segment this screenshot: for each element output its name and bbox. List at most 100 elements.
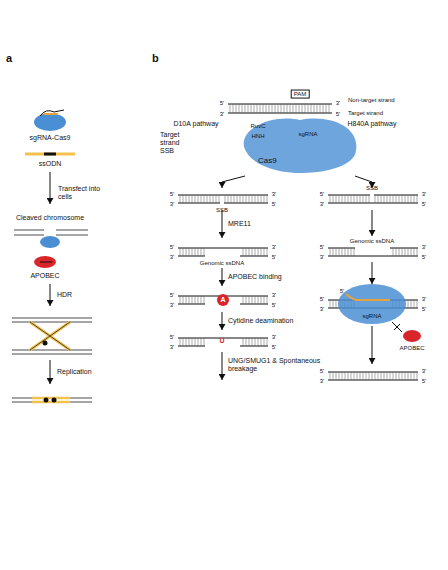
base-pair (219, 195, 220, 203)
base-pair (317, 104, 318, 113)
strand-end: 3' (422, 368, 426, 375)
base-pair (258, 338, 259, 346)
base-pair (357, 195, 358, 203)
base-pair (405, 372, 406, 380)
base-pair (225, 195, 226, 203)
base-pair (345, 372, 346, 380)
base-pair (228, 195, 229, 203)
base-pair (195, 296, 196, 304)
base-pair (189, 338, 190, 346)
base-pair (252, 195, 253, 203)
base-pair (342, 372, 343, 380)
base-pair (246, 248, 247, 256)
base-pair (275, 104, 276, 113)
strand (178, 195, 268, 196)
base-pair (405, 195, 406, 203)
base-pair (408, 195, 409, 203)
base-pair (248, 104, 249, 113)
base-pair (195, 338, 196, 346)
cas9-shape (236, 112, 364, 182)
base-pair (249, 195, 250, 203)
panel-letter: a (6, 52, 12, 65)
strand-end: 3' (320, 378, 324, 385)
break-label: SSB (216, 207, 228, 214)
strand-end: 5' (422, 306, 426, 313)
base-pair (195, 248, 196, 256)
strand-end: 5' (272, 201, 276, 208)
base-pair (351, 248, 352, 256)
strand (228, 104, 332, 105)
base-pair (267, 195, 268, 203)
pathway-label: H840A pathway (347, 120, 396, 128)
base-pair (387, 195, 388, 203)
step-label: Cleaved chromosome (16, 214, 84, 222)
step-label: APOBEC binding (228, 273, 282, 281)
base-pair (204, 248, 205, 256)
base-pair (198, 248, 199, 256)
strand-end: 3' (272, 244, 276, 251)
base-pair (231, 195, 232, 203)
strand-end: 3' (336, 100, 340, 107)
base-pair (330, 248, 331, 256)
base-pair (255, 338, 256, 346)
base-pair (267, 338, 268, 346)
base-pair (357, 372, 358, 380)
base-pair (252, 248, 253, 256)
base-pair (204, 195, 205, 203)
strand-end: 5' (422, 254, 426, 261)
base-pair (251, 104, 252, 113)
domain-label: HNH (252, 133, 265, 140)
base-pair (255, 296, 256, 304)
strand-end: 5' (340, 288, 344, 295)
strand (328, 380, 418, 381)
strand-end: 5' (336, 111, 340, 118)
base-pair (198, 195, 199, 203)
base-pair (378, 195, 379, 203)
base-pair (266, 104, 267, 113)
base-label: U (219, 337, 224, 345)
strand-end: 5' (220, 100, 224, 107)
base-pair (180, 338, 181, 346)
strand-end: 3' (422, 191, 426, 198)
base-pair (201, 338, 202, 346)
base-pair (402, 195, 403, 203)
base-pair (264, 195, 265, 203)
strand-end: 5' (170, 292, 174, 299)
base-pair (183, 248, 184, 256)
base-pair (399, 372, 400, 380)
strand-end: 3' (170, 201, 174, 208)
strand-end: 5' (272, 254, 276, 261)
cas9-outline (244, 118, 357, 172)
base-pair (417, 195, 418, 203)
base-pair (330, 300, 331, 308)
base-pair (257, 104, 258, 113)
base-pair (261, 248, 262, 256)
base-pair (402, 372, 403, 380)
base-pair (302, 104, 303, 113)
base-pair (269, 104, 270, 113)
base-pair (261, 338, 262, 346)
base-pair (236, 104, 237, 113)
step-label: Replication (57, 368, 92, 376)
domain-label: RuvC (250, 123, 265, 130)
base-pair (336, 195, 337, 203)
base-pair (366, 195, 367, 203)
base-pair (258, 296, 259, 304)
strand-end: 3' (272, 334, 276, 341)
base-pair (287, 104, 288, 113)
strand (178, 203, 220, 204)
base-pair (207, 195, 208, 203)
base-pair (381, 195, 382, 203)
base-pair (326, 104, 327, 113)
step-label: ssODN (39, 160, 62, 168)
pam-box: PAM (291, 90, 310, 99)
base-pair (393, 195, 394, 203)
base-pair (299, 104, 300, 113)
base-pair (186, 195, 187, 203)
panel-b-figures (217, 284, 421, 342)
base-pair (255, 248, 256, 256)
break-label: SSB (366, 185, 378, 192)
base-pair (180, 195, 181, 203)
base-pair (234, 195, 235, 203)
strand-end: 5' (320, 368, 324, 375)
